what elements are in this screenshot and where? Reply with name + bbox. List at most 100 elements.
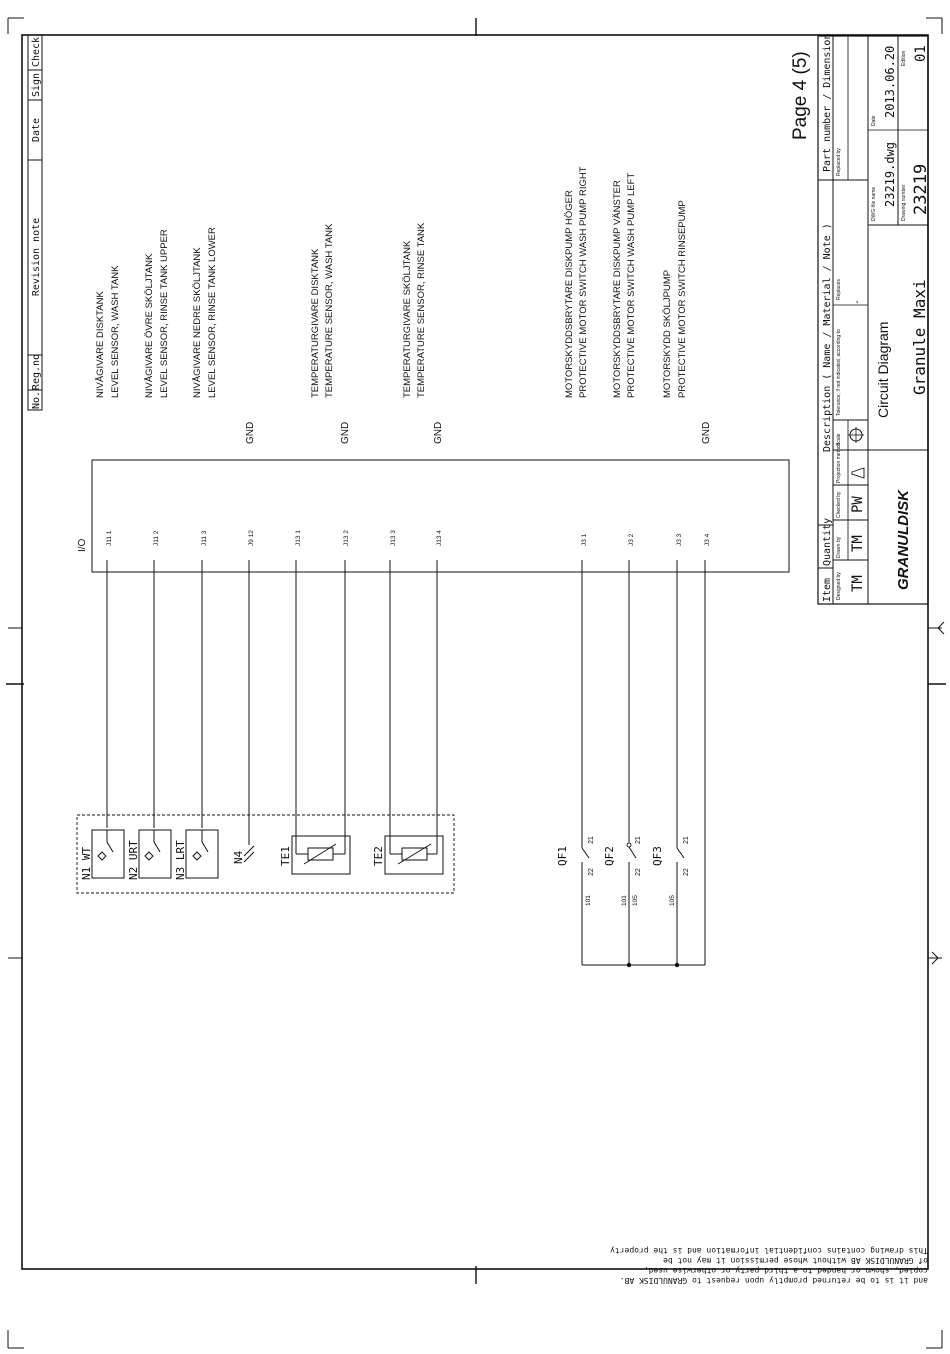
drawn-by: TM [850, 535, 866, 552]
terminal-4: J13 1 [295, 530, 302, 546]
edition-value: 01 [913, 45, 929, 62]
ground-symbol-icon [243, 845, 255, 863]
terminal-7: J13 4 [436, 530, 443, 546]
gnd-label: GND [245, 422, 256, 444]
desc-2-sv: NIVÅGIVARE NEDRE SKÖLJTANK [192, 247, 203, 398]
rev-no: No. [31, 391, 42, 409]
drawing-number: 23219 [911, 164, 931, 215]
checked-by: PW [850, 496, 866, 513]
projection-label: Projection method [836, 442, 842, 483]
designed-by: TM [850, 575, 866, 592]
pin-22: 22 [635, 868, 642, 876]
rev-sign: Sign [31, 73, 42, 97]
desc-0-en: LEVEL SENSOR, WASH TANK [110, 265, 121, 398]
terminal-3: J9 12 [248, 530, 255, 546]
gnd-label: GND [701, 422, 712, 444]
dwg-file: 23219.dwg [883, 142, 897, 207]
terminal-11: J3 4 [704, 533, 711, 546]
desc-3-en: TEMPERATURE SENSOR, WASH TANK [324, 223, 335, 398]
desc-1-sv: NIVÅGIVARE ÖVRE SKÖLJTANK [144, 253, 155, 398]
desc-6-en: PROTECTIVE MOTOR SWITCH WASH PUMP LEFT [626, 173, 637, 398]
rev-date: Date [31, 118, 42, 142]
pin-22: 22 [588, 868, 595, 876]
description-header: Description ( Name / Material / Note ) [822, 223, 833, 452]
confidentiality-notice: This drawing contains confidential infor… [610, 1246, 928, 1285]
motor-breakers: QF1 QF2 QF3 21 21 21 22 22 22 101 101 10… [556, 560, 706, 968]
thermistor-icon [295, 832, 438, 865]
dwg-label: DWG-file name [871, 187, 877, 221]
terminal-8: J3 1 [581, 533, 588, 546]
desc-0-sv: NIVÅGIVARE DISKTANK [95, 291, 106, 398]
sensor-wires [106, 560, 438, 845]
checked-by-label: Checked by [836, 491, 842, 518]
scale-label: Scale [836, 433, 842, 446]
io-module: I/O J11 1 J11 2 J11 3 J9 12 J13 1 J13 2 … [77, 459, 790, 573]
desc-2-en: LEVEL SENSOR, RINSE TANK LOWER [207, 227, 218, 398]
date-label: Date [871, 115, 877, 126]
page-number: Page 4 (5) [790, 51, 811, 140]
desc-6-sv: MOTORSKYDDSBRYTARE DISKPUMP VÄNSTER [612, 180, 623, 398]
terminal-5: J13 2 [343, 530, 350, 546]
desc-4-en: TEMPERATURE SENSOR, RINSE TANK [416, 222, 427, 398]
desc-5-sv: MOTORSKYDDSBRYTARE DISKPUMP HÖGER [564, 190, 575, 398]
terminal-2: J11 3 [201, 530, 208, 546]
rev-note: Revision note [31, 218, 42, 296]
junction-dot [674, 962, 680, 968]
sensor-n2: N2 URT [127, 840, 140, 880]
desc-3-sv: TEMPERATURGIVARE DISKTANK [310, 248, 321, 398]
terminal-9: J3 2 [628, 533, 635, 546]
desc-1-en: LEVEL SENSOR, RINSE TANK UPPER [159, 229, 170, 398]
part-number-header: Part number / Dimension [822, 34, 833, 172]
item-header: Item [822, 578, 833, 602]
edition-label: Edition [901, 50, 907, 66]
scale-crosshair-icon [848, 427, 864, 443]
gnd-label: GND [340, 422, 351, 444]
terminal-1: J11 2 [153, 530, 160, 546]
notice-line: of GRANULDISK AB without whose permissio… [663, 1256, 928, 1265]
desc-5-en: PROTECTIVE MOTOR SWITCH WASH PUMP RIGHT [578, 166, 589, 398]
quantity-header: Quantity [822, 518, 833, 566]
title-block: Page 4 (5) Part number / Dimension Descr… [790, 34, 931, 605]
wire-105: 105 [669, 895, 676, 906]
notice-line: and it is to be returned promptly upon r… [620, 1276, 928, 1285]
sheet-frame [6, 17, 946, 1349]
sensor-n4: N4 [232, 850, 245, 864]
level-switch-icon [97, 830, 209, 861]
terminal-6: J13 3 [390, 530, 397, 546]
notice-line: This drawing contains confidential infor… [610, 1246, 928, 1255]
breaker-qf1: QF1 [556, 846, 569, 866]
projection-symbol [851, 467, 865, 479]
rev-regno: Reg.no [31, 354, 42, 390]
wire-105: 105 [632, 895, 639, 906]
drawing-date: 2013.06.20 [883, 46, 897, 118]
sensor-n3: N3 LRT [174, 840, 187, 880]
replaced-by-label: Replaced by [836, 148, 842, 176]
desc-7-en: PROTECTIVE MOTOR SWITCH RINSEPUMP [677, 200, 688, 398]
diagram-title: Circuit Diagram [875, 322, 891, 418]
tolerance-value: - [852, 299, 863, 305]
replaces-label: Replaces [836, 279, 842, 300]
desc-4-sv: TEMPERATURGIVARE SKÖLJTANK [402, 240, 413, 398]
sensor-n1: N1 WT [80, 847, 93, 880]
drawn-by-label: Drawn by [836, 536, 842, 558]
drawing-number-label: Drawing number [901, 184, 907, 221]
designed-by-label: Designed by [836, 572, 842, 600]
revision-strip: Check Sign Date Revision note Reg.no No. [27, 34, 43, 411]
io-label: I/O [77, 538, 88, 552]
pin-21: 21 [683, 836, 690, 844]
pin-21: 21 [588, 836, 595, 844]
junction-dot [626, 962, 632, 968]
gnd-labels: GND GND GND GND [245, 422, 712, 444]
pin-22: 22 [683, 868, 690, 876]
desc-7-sv: MOTORSKYDD SKÖLJPUMP [662, 270, 673, 398]
tolerance-label: Tolerance, if not indicated, according t… [836, 329, 842, 416]
sensor-group: N1 WT N2 URT N3 LRT N4 TE1 TE2 [76, 814, 455, 894]
terminal-0: J11 1 [106, 530, 113, 546]
brand-logo: GRANULDISK [895, 489, 912, 590]
breaker-qf3: QF3 [651, 846, 664, 866]
notice-line: copied, shown or handed to a third party… [644, 1266, 928, 1275]
breaker-qf2: QF2 [603, 846, 616, 866]
descriptions: NIVÅGIVARE DISKTANK LEVEL SENSOR, WASH T… [95, 166, 688, 398]
sensor-te2: TE2 [372, 846, 385, 866]
